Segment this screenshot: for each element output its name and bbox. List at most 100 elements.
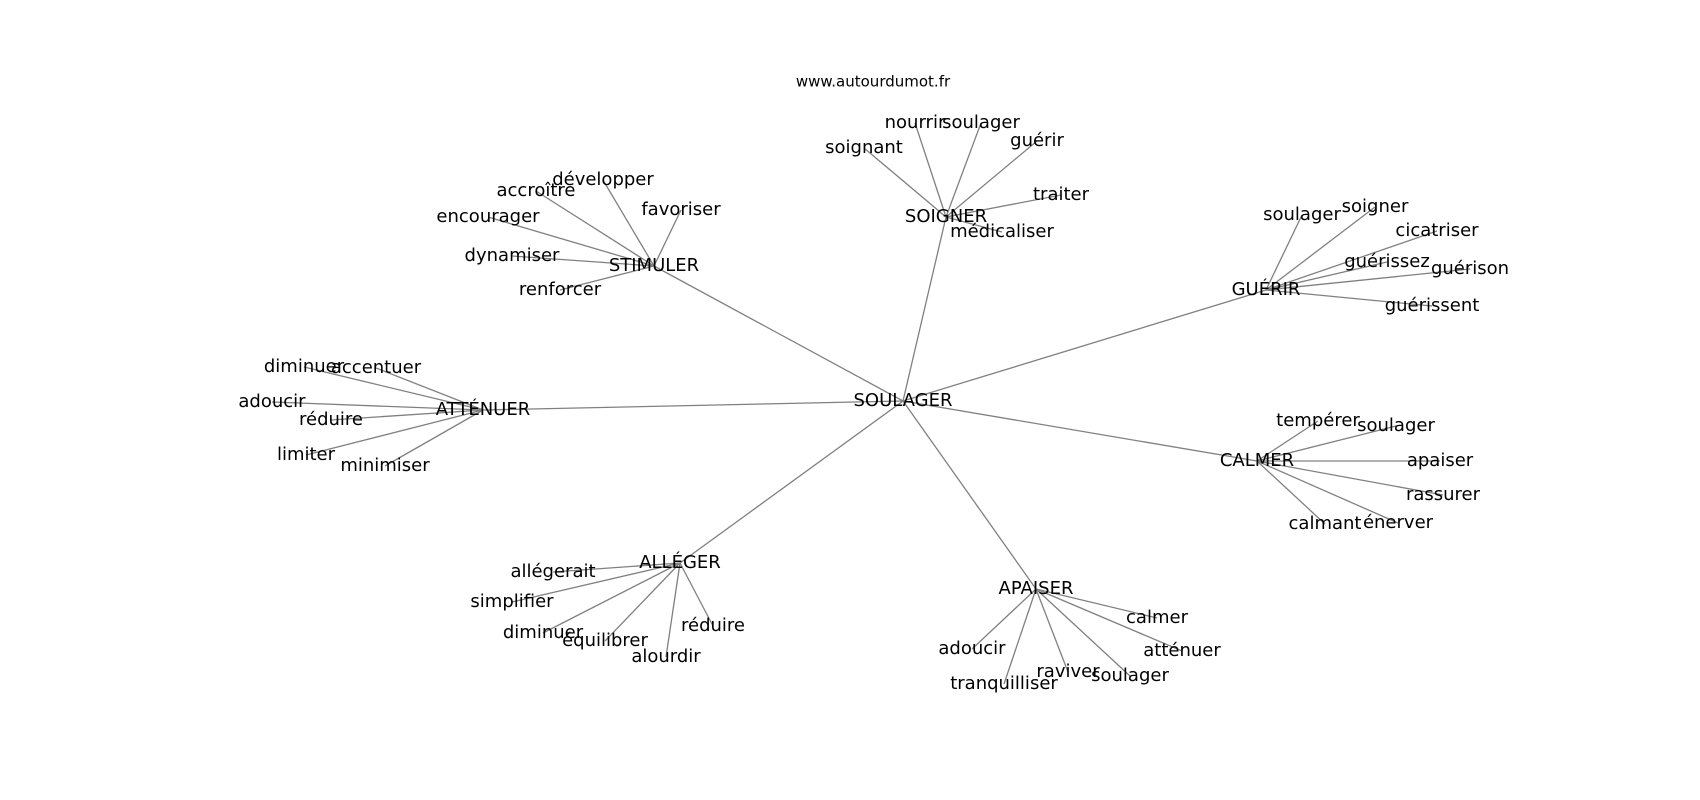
leaf-node-label[interactable]: soulager [1357,415,1435,436]
edge-hub-leaf [863,147,947,218]
center-node-label[interactable]: SOULAGER [853,390,952,411]
edge-hub-leaf [945,140,1038,218]
leaf-node-label[interactable]: soulager [1091,665,1169,686]
edge-hub-leaf [384,409,484,467]
leaf-node-label[interactable]: équilibrer [562,630,648,651]
edge-hub-leaf [1035,588,1183,652]
edge-hub-leaf [1256,460,1399,524]
edge-hub-leaf [511,255,655,267]
leaf-node-label[interactable]: calmer [1126,607,1189,628]
edge-hub-leaf [1035,588,1158,619]
leaf-node-label[interactable]: tranquilliser [950,673,1058,694]
leaf-node-label[interactable]: traiter [1033,184,1090,205]
leaf-node-label[interactable]: énerver [1363,512,1434,533]
edge-hub-leaf [1265,268,1471,291]
edge-hub-leaf [971,588,1037,650]
leaf-node-label[interactable]: rassurer [1406,484,1481,505]
leaf-node-label[interactable]: soigner [1342,196,1409,217]
site-url: www.autourdumot.fr [796,73,951,91]
edge-hub-leaf [945,194,1062,218]
edge-hub-leaf [914,122,947,218]
edge-center-hub [902,400,1258,462]
leaf-node-label[interactable]: renforcer [519,279,602,300]
graph-labels: SOULAGERSOIGNERsoignantnourrirsoulagergu… [238,112,1509,694]
leaf-node-label[interactable]: soulager [942,112,1020,133]
leaf-node-label[interactable]: allégerait [510,561,595,582]
edge-hub-leaf [945,216,1003,233]
leaf-node-label[interactable]: médicaliser [950,221,1054,242]
edge-hub-leaf [1035,588,1069,673]
leaf-node-label[interactable]: soulager [1263,204,1341,225]
leaf-node-label[interactable]: réduire [681,615,745,636]
leaf-node-label[interactable]: nourrir [885,112,946,133]
leaf-node-label[interactable]: développer [552,169,654,190]
leaf-node-label[interactable]: limiter [277,444,336,465]
edge-hub-leaf [1003,588,1037,685]
edge-hub-leaf [271,401,484,411]
edge-center-hub [679,400,904,564]
edge-hub-leaf [1256,420,1319,462]
edge-hub-leaf [542,562,681,634]
edge-hub-leaf [604,562,681,642]
edge-hub-leaf [1265,214,1303,291]
leaf-node-label[interactable]: guérissent [1385,295,1480,316]
edge-center-hub [902,289,1267,402]
graph-edges [271,122,1471,685]
leaf-node-label[interactable]: diminuer [503,622,584,643]
hub-node-label[interactable]: SOIGNER [905,206,987,227]
leaf-node-label[interactable]: favoriser [641,199,721,220]
edge-center-hub [653,265,904,402]
edge-hub-leaf [330,409,484,421]
edge-hub-leaf [559,265,655,291]
leaf-node-label[interactable]: accroître [497,180,576,201]
edge-hub-leaf [535,190,655,267]
edge-hub-leaf [1265,289,1433,307]
hub-node-label[interactable]: APAISER [999,578,1074,599]
hub-node-label[interactable]: ATTÉNUER [436,398,530,420]
leaf-node-label[interactable]: calmant [1289,513,1362,534]
hub-node-label[interactable]: STIMULER [609,255,699,276]
leaf-node-label[interactable]: simplifier [470,591,554,612]
edge-hub-leaf [1265,206,1376,291]
edge-hub-leaf [305,409,484,456]
edge-hub-leaf [303,366,484,411]
edge-hub-leaf [1265,261,1388,291]
edge-hub-leaf [375,367,484,411]
edge-hub-leaf [653,209,682,267]
edge-hub-leaf [511,562,681,603]
leaf-node-label[interactable]: adoucir [938,638,1006,659]
edge-hub-leaf [552,562,681,573]
leaf-node-label[interactable]: guérissez [1344,251,1430,272]
leaf-node-label[interactable]: adoucir [238,391,306,412]
edge-hub-leaf [1256,460,1326,525]
edge-center-hub [902,216,947,402]
edge-hub-leaf [1035,588,1131,677]
leaf-node-label[interactable]: atténuer [1143,640,1221,661]
edge-hub-leaf [679,562,714,627]
leaf-node-label[interactable]: apaiser [1407,450,1474,471]
edge-hub-leaf [1265,230,1438,291]
leaf-node-label[interactable]: diminuer [264,356,345,377]
leaf-node-label[interactable]: guérir [1010,130,1064,151]
leaf-node-label[interactable]: minimiser [340,455,430,476]
edge-hub-leaf [1256,425,1397,462]
hub-node-label[interactable]: ALLÉGER [639,551,721,573]
leaf-node-label[interactable]: réduire [299,409,363,430]
edge-hub-leaf [602,179,655,267]
edge-hub-leaf [487,216,655,267]
leaf-node-label[interactable]: alourdir [631,646,701,667]
hub-node-label[interactable]: CALMER [1220,450,1294,471]
leaf-node-label[interactable]: accentuer [331,357,422,378]
leaf-node-label[interactable]: encourager [436,206,540,227]
leaf-node-label[interactable]: tempérer [1276,410,1360,431]
hub-node-label[interactable]: GUÉRIR [1232,278,1301,300]
leaf-node-label[interactable]: raviver [1036,661,1100,682]
leaf-node-label[interactable]: cicatriser [1395,220,1479,241]
leaf-node-label[interactable]: guérison [1431,258,1509,279]
edge-hub-leaf [1256,460,1444,496]
leaf-node-label[interactable]: soignant [825,137,903,158]
edge-center-hub [482,400,904,411]
edge-hub-leaf [945,122,982,218]
leaf-node-label[interactable]: dynamiser [465,245,561,266]
